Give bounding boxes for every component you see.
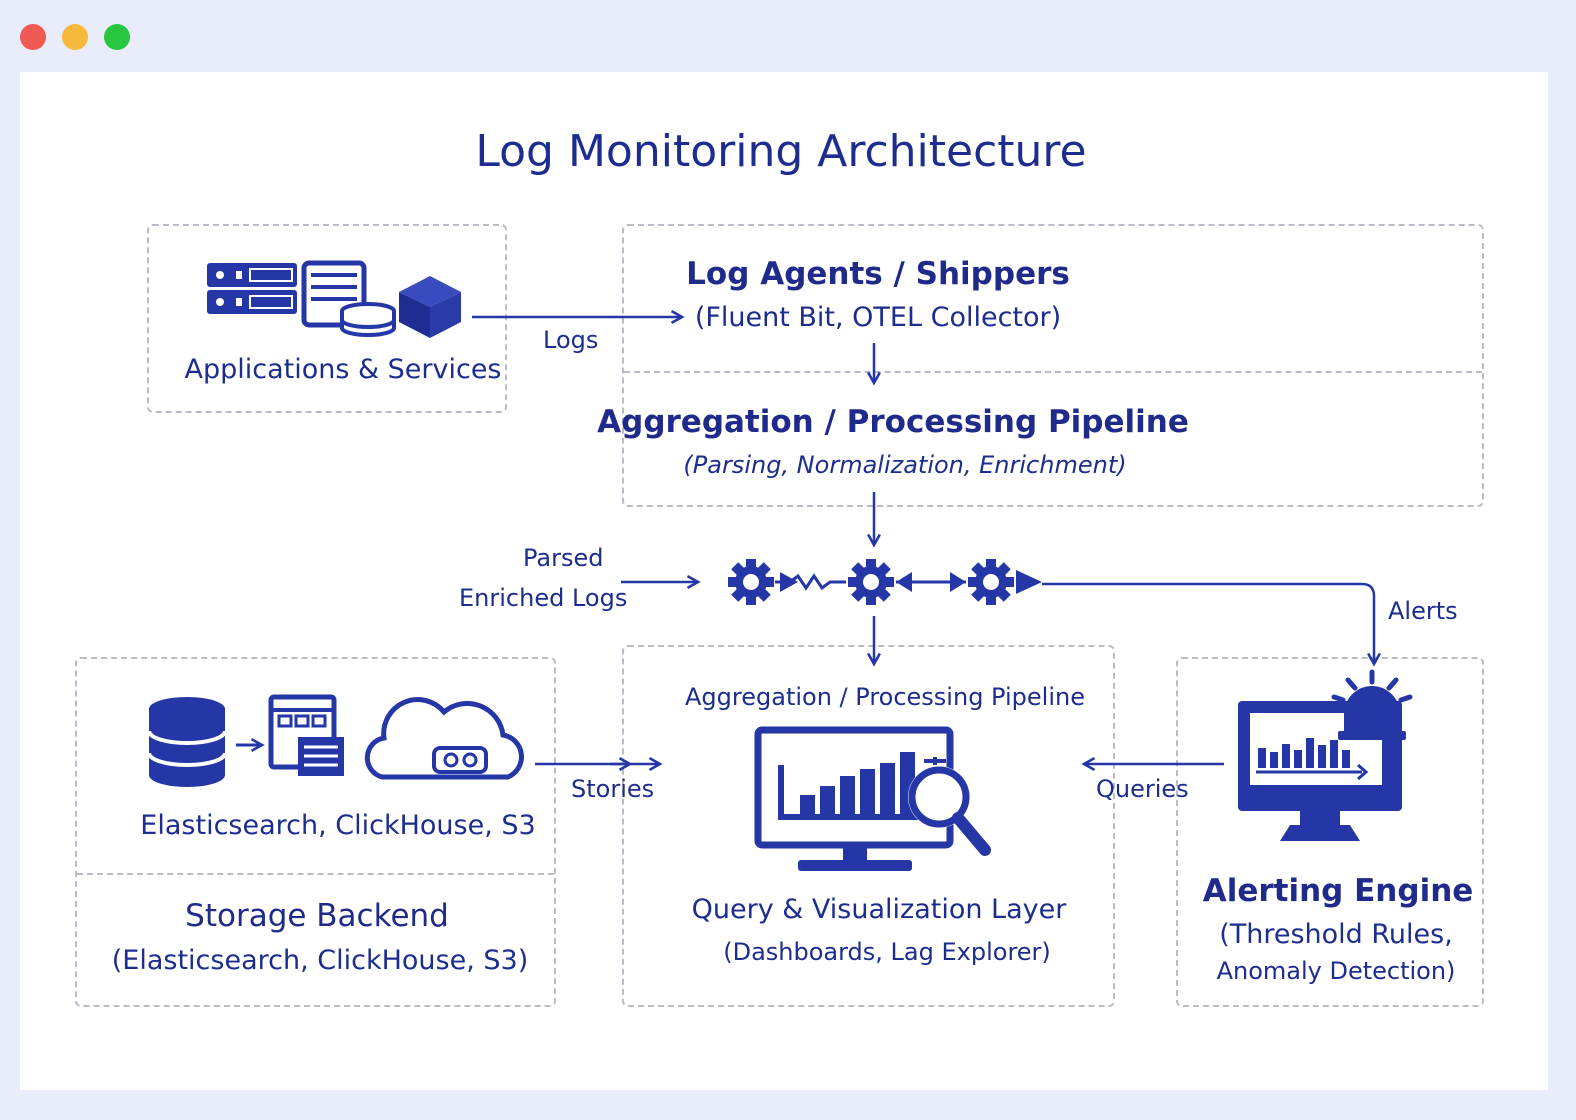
alerting-engine-box — [1176, 657, 1484, 1007]
apps-services-box — [147, 224, 507, 413]
diagram-title: Log Monitoring Architecture — [475, 126, 1087, 177]
apps-services-label: Applications & Services — [184, 354, 502, 385]
pipeline-container-box — [622, 224, 1484, 507]
minimize-window-button[interactable] — [62, 24, 88, 50]
query-title: Query & Visualization Layer — [691, 894, 1067, 925]
log-agents-title: Log Agents / Shippers — [686, 256, 1070, 292]
close-window-button[interactable] — [20, 24, 46, 50]
agents-pipeline-divider — [624, 371, 1482, 373]
parsed-edge-label-1: Parsed — [523, 544, 604, 572]
logs-edge-label: Logs — [543, 326, 599, 354]
stories-edge-label: Stories — [571, 775, 655, 803]
storage-icons-label: Elasticsearch, ClickHouse, S3 — [140, 810, 536, 841]
query-top-label: Aggregation / Processing Pipeline — [685, 683, 1085, 711]
storage-title: Storage Backend — [185, 898, 449, 934]
parsed-edge-label-2: Enriched Logs — [459, 584, 628, 612]
storage-backend-box — [75, 657, 556, 1007]
storage-subtitle: (Elasticsearch, ClickHouse, S3) — [111, 945, 529, 976]
window-titlebar — [0, 0, 1576, 72]
alerts-edge-label: Alerts — [1388, 597, 1458, 625]
query-subtitle: (Dashboards, Lag Explorer) — [723, 938, 1051, 966]
storage-divider — [77, 873, 554, 875]
alerting-subtitle-1: (Threshold Rules, — [1219, 919, 1453, 950]
alerting-title: Alerting Engine — [1202, 873, 1474, 909]
alerting-subtitle-2: Anomaly Detection) — [1216, 957, 1456, 985]
query-visualization-box — [622, 645, 1115, 1007]
pipeline-subtitle: (Parsing, Normalization, Enrichment) — [683, 451, 1127, 479]
maximize-window-button[interactable] — [104, 24, 130, 50]
log-agents-subtitle: (Fluent Bit, OTEL Collector) — [694, 302, 1062, 333]
pipeline-title: Aggregation / Processing Pipeline — [597, 404, 1189, 440]
queries-edge-label: Queries — [1096, 775, 1189, 803]
